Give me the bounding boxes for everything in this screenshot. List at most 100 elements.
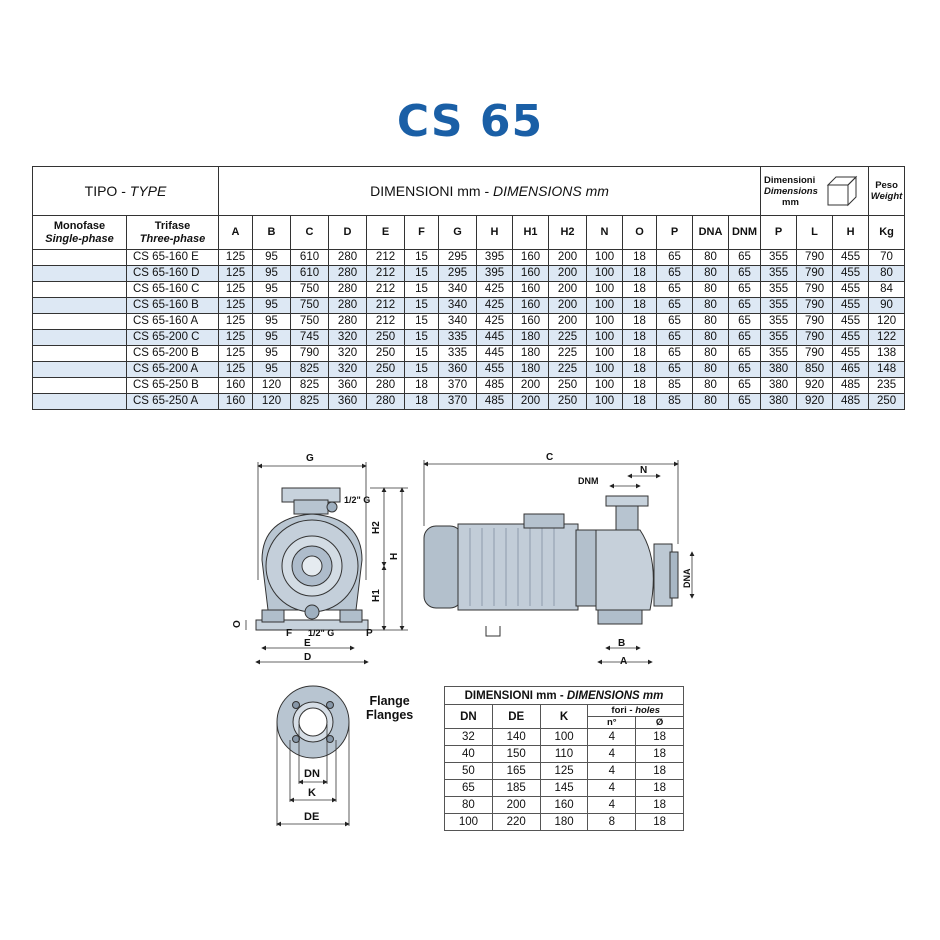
value-cell: 125 xyxy=(218,297,254,314)
value-cell: 250 xyxy=(366,345,406,362)
flange-value-cell: 40 xyxy=(444,745,493,763)
value-cell: 455 xyxy=(832,345,870,362)
box-header-it: Dimensioni xyxy=(764,174,816,186)
flange-value-cell: 180 xyxy=(539,813,589,831)
value-cell: 455 xyxy=(476,361,514,378)
label-B: B xyxy=(618,638,625,649)
label-F: F xyxy=(286,628,292,639)
flange-value-cell: 160 xyxy=(539,796,589,814)
value-cell: 340 xyxy=(438,281,478,298)
flange-value-cell: 18 xyxy=(635,745,684,763)
value-cell: 125 xyxy=(218,265,254,282)
value-cell: 120 xyxy=(252,393,292,410)
value-cell: 850 xyxy=(796,361,834,378)
three-phase-header: Trifase Three-phase xyxy=(125,215,220,250)
value-cell: 380 xyxy=(760,361,798,378)
flange-value-cell: 100 xyxy=(444,813,493,831)
value-cell: 15 xyxy=(404,329,440,346)
flange-value-cell: 4 xyxy=(587,796,637,814)
single-phase-it: Monofase xyxy=(53,219,106,232)
side-dimensions xyxy=(423,460,695,665)
box-icon xyxy=(826,175,858,207)
label-K: K xyxy=(308,787,316,799)
label-E: E xyxy=(304,638,311,649)
label-H2: H2 xyxy=(371,521,382,534)
box-dimensions-header: Dimensioni Dimensions mm xyxy=(760,166,870,216)
flange-value-cell: 220 xyxy=(491,813,541,831)
value-cell: 250 xyxy=(366,329,406,346)
value-cell: 122 xyxy=(868,329,906,346)
label-A: A xyxy=(620,656,627,667)
flange-value-cell: 4 xyxy=(587,728,637,746)
col-header: H1 xyxy=(512,215,550,250)
flange-value-cell: 32 xyxy=(444,728,493,746)
flange-value-cell: 185 xyxy=(491,779,541,797)
value-cell: 485 xyxy=(832,393,870,410)
front-dimension-labels: G 1/2" G H2 H H1 O F 1/2" G P E D xyxy=(232,453,400,663)
value-cell: 80 xyxy=(692,297,730,314)
flange-dimensions xyxy=(276,722,350,827)
value-cell: 200 xyxy=(548,281,588,298)
flange-value-cell: 125 xyxy=(539,762,589,780)
holes-en: holes xyxy=(635,705,660,716)
value-cell: 95 xyxy=(252,297,292,314)
value-cell: 355 xyxy=(760,329,798,346)
type-header-it: TIPO - xyxy=(84,182,130,199)
model-cell: CS 65-160 B xyxy=(125,297,220,314)
flange-caption-en: Flanges xyxy=(366,708,414,722)
flange-value-cell: 80 xyxy=(444,796,493,814)
col-header: DNM xyxy=(728,215,762,250)
value-cell: 320 xyxy=(328,329,368,346)
value-cell: 235 xyxy=(868,377,906,394)
col-header: G xyxy=(438,215,478,250)
value-cell: 125 xyxy=(218,361,254,378)
value-cell: 18 xyxy=(622,329,658,346)
value-cell: 100 xyxy=(586,361,624,378)
model-cell: CS 65-200 C xyxy=(125,329,220,346)
value-cell: 790 xyxy=(796,249,834,266)
flange-dimension-labels: DN K DE xyxy=(304,768,320,823)
col-header: O xyxy=(622,215,658,250)
col-DN: DN xyxy=(444,704,493,729)
single-phase-cell xyxy=(32,265,127,282)
three-phase-en: Three-phase xyxy=(139,232,206,245)
flange-value-cell: 65 xyxy=(444,779,493,797)
flange-value-cell: 110 xyxy=(539,745,589,763)
box-header-en: Dimensions xyxy=(764,185,818,197)
label-H: H xyxy=(389,553,400,560)
value-cell: 160 xyxy=(218,377,254,394)
value-cell: 212 xyxy=(366,281,406,298)
value-cell: 100 xyxy=(586,297,624,314)
value-cell: 65 xyxy=(728,345,762,362)
single-phase-cell xyxy=(32,329,127,346)
label-P: P xyxy=(366,628,373,639)
box-header-unit: mm xyxy=(782,196,799,208)
col-header: H2 xyxy=(548,215,588,250)
value-cell: 90 xyxy=(868,297,906,314)
value-cell: 15 xyxy=(404,281,440,298)
label-N: N xyxy=(640,465,647,476)
value-cell: 65 xyxy=(656,329,694,346)
value-cell: 70 xyxy=(868,249,906,266)
dims-header-en: DIMENSIONS mm xyxy=(493,182,609,199)
value-cell: 160 xyxy=(512,265,550,282)
single-phase-cell xyxy=(32,297,127,314)
label-DNA: DNA xyxy=(682,568,692,588)
value-cell: 148 xyxy=(868,361,906,378)
value-cell: 138 xyxy=(868,345,906,362)
value-cell: 100 xyxy=(586,313,624,330)
value-cell: 15 xyxy=(404,297,440,314)
value-cell: 95 xyxy=(252,313,292,330)
flange-value-cell: 18 xyxy=(635,728,684,746)
page-title: CS 65 xyxy=(396,96,544,147)
front-view xyxy=(255,487,369,631)
value-cell: 160 xyxy=(512,297,550,314)
